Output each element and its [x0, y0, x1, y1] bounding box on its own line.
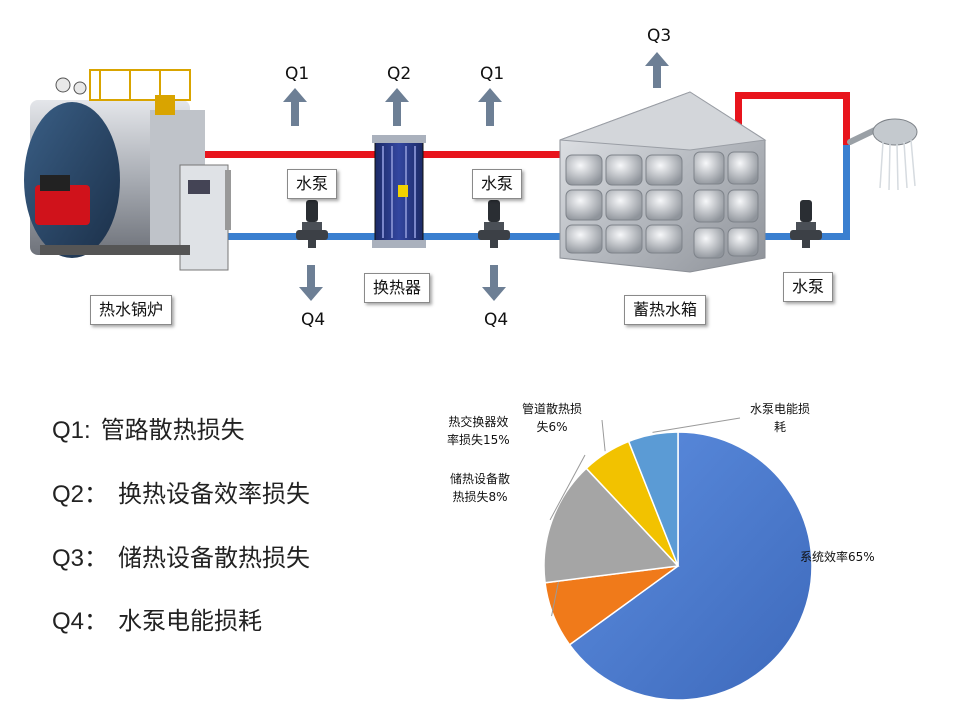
pie-label-line: 失6%: [522, 418, 582, 436]
pump-illustration: [478, 200, 510, 248]
pump-label-2: 水泵: [472, 169, 522, 199]
pump-illustration: [790, 200, 822, 248]
legend-key: Q4：: [52, 608, 108, 635]
legend-text: 储热设备散热损失: [118, 544, 310, 572]
legend-key: Q3：: [52, 545, 108, 572]
pie-label-line: 管道散热损: [522, 400, 582, 418]
pie-label-line: 热损失8%: [450, 488, 510, 506]
q4-label-left: Q4: [301, 312, 325, 329]
heat-exchanger-illustration: [372, 135, 426, 248]
arrow-up-icon: [645, 52, 669, 88]
boiler-label: 热水锅炉: [90, 295, 172, 325]
pie-label-line: 耗: [750, 418, 810, 436]
pump-label-3: 水泵: [783, 272, 833, 302]
legend-key: Q2：: [52, 481, 108, 508]
hot-top: [735, 92, 850, 99]
pie-label-line: 系统效率65%: [800, 548, 875, 566]
legend-text: 换热设备效率损失: [118, 480, 310, 508]
q1-label-right: Q1: [480, 66, 504, 83]
pie-label-line: 热交换器效: [447, 413, 510, 431]
boiler-illustration: [24, 70, 231, 270]
pie-label-pipe-loss: 管道散热损 失6%: [522, 400, 582, 436]
pie-label-line: 储热设备散: [450, 470, 510, 488]
shower-head-illustration: [850, 119, 917, 190]
legend-text: 管路散热损失: [101, 416, 245, 444]
legend-item: Q2： 换热设备效率损失: [52, 474, 310, 509]
q1-label-left: Q1: [285, 66, 309, 83]
q4-label-right: Q4: [484, 312, 508, 329]
arrow-down-icon: [482, 265, 506, 301]
pie-label-pump-loss: 水泵电能损 耗: [750, 400, 810, 436]
pie-label-system-efficiency: 系统效率65%: [800, 548, 875, 566]
storage-tank-label: 蓄热水箱: [624, 295, 706, 325]
q2-label: Q2: [387, 66, 411, 83]
pie-leader-line: [653, 418, 740, 432]
hot-down: [843, 92, 850, 147]
legend-item: Q4： 水泵电能损耗: [52, 601, 262, 636]
pie-chart: [544, 418, 812, 700]
arrow-up-icon: [385, 88, 409, 126]
legend-item: Q3： 储热设备散热损失: [52, 538, 310, 573]
pie-leader-line: [602, 420, 605, 451]
pie-label-line: 率损失15%: [447, 431, 510, 449]
pie-label-exchanger-loss: 热交换器效 率损失15%: [447, 413, 510, 449]
pump-illustration: [296, 200, 328, 248]
arrow-up-icon: [478, 88, 502, 126]
storage-tank-illustration: [560, 92, 765, 272]
pump-label-1: 水泵: [287, 169, 337, 199]
cold-riser: [843, 145, 850, 240]
arrow-down-icon: [299, 265, 323, 301]
q3-label: Q3: [647, 28, 671, 45]
heat-exchanger-label: 换热器: [364, 273, 430, 303]
legend-text: 水泵电能损耗: [118, 607, 262, 635]
legend-item: Q1: 管路散热损失: [52, 410, 245, 445]
legend-key: Q1:: [52, 417, 91, 444]
pie-label-storage-loss: 储热设备散 热损失8%: [450, 470, 510, 506]
pie-label-line: 水泵电能损: [750, 400, 810, 418]
arrow-up-icon: [283, 88, 307, 126]
